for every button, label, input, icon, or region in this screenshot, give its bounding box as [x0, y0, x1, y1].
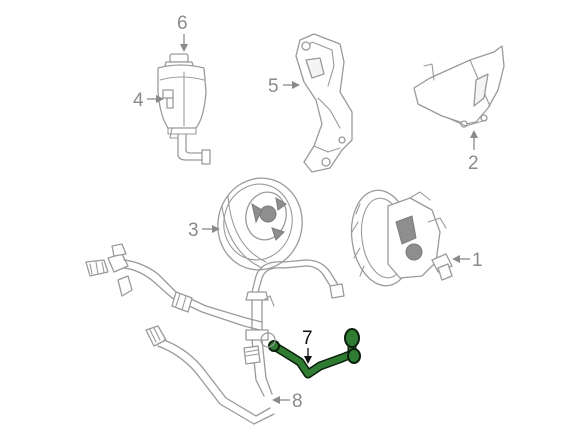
callout-3-label: 3	[188, 220, 199, 241]
power-steering-pump-part[interactable]	[346, 186, 453, 289]
pulley-part[interactable]	[209, 170, 310, 277]
callout-1-label: 1	[472, 250, 483, 271]
callout-4-label: 4	[133, 90, 144, 111]
mounting-bracket-part[interactable]	[295, 33, 353, 173]
callout-6-label: 6	[177, 13, 188, 34]
callout-8-label: 8	[292, 391, 303, 412]
hose-assembly-part[interactable]	[85, 243, 345, 425]
callout-6: 6	[177, 13, 188, 52]
callout-5: 5	[268, 76, 300, 97]
callout-4: 4	[133, 90, 164, 111]
callout-2: 2	[468, 130, 479, 174]
heat-shield-part[interactable]	[413, 45, 505, 128]
callout-5-label: 5	[268, 76, 279, 97]
callout-8: 8	[272, 391, 303, 412]
callout-3: 3	[188, 220, 220, 241]
callout-7: 7	[302, 328, 313, 364]
pressure-line-part[interactable]	[260, 328, 361, 379]
callout-1: 1	[452, 250, 483, 271]
callout-7-label: 7	[302, 328, 313, 349]
reservoir-part[interactable]	[157, 53, 211, 165]
callout-2-label: 2	[468, 153, 479, 174]
